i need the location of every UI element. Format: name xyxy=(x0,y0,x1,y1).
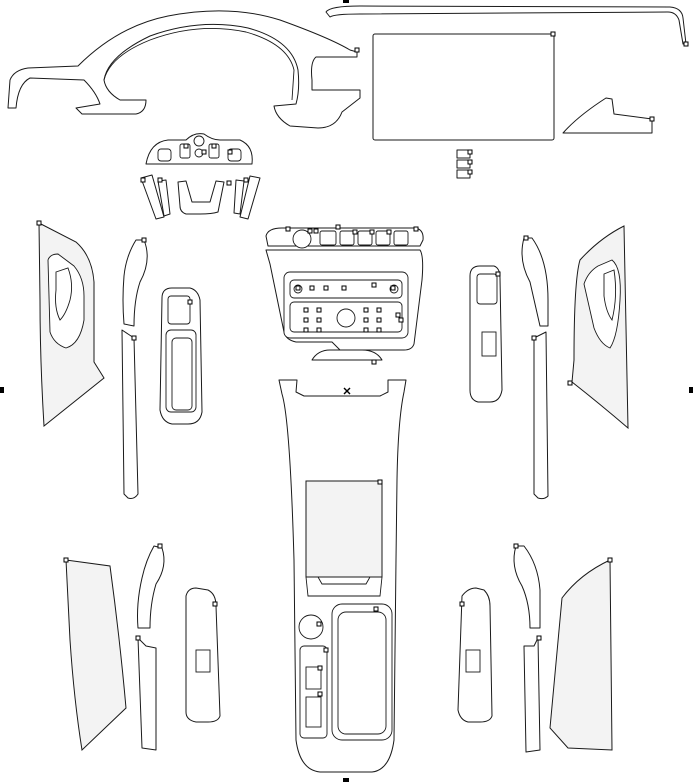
handle-right[interactable] xyxy=(689,387,693,393)
center-console[interactable] xyxy=(278,379,407,773)
anchor-node[interactable] xyxy=(316,621,322,627)
anchor-node[interactable] xyxy=(212,601,218,607)
anchor-node[interactable] xyxy=(459,601,465,607)
door-panel-rear-left[interactable] xyxy=(65,559,127,752)
steering-wheel-controls[interactable] xyxy=(145,133,253,165)
anchor-node[interactable] xyxy=(316,317,322,323)
anchor-node[interactable] xyxy=(386,229,392,235)
anchor-node[interactable] xyxy=(135,635,141,641)
anchor-node[interactable] xyxy=(323,647,329,653)
window-switch-front-right[interactable] xyxy=(469,265,503,403)
anchor-node[interactable] xyxy=(467,169,473,175)
window-switch-rear-left[interactable] xyxy=(185,587,221,723)
anchor-node[interactable] xyxy=(313,228,319,234)
anchor-node[interactable] xyxy=(376,317,382,323)
door-panel-front-right[interactable] xyxy=(571,225,629,430)
anchor-node[interactable] xyxy=(513,543,519,549)
anchor-node[interactable] xyxy=(371,282,377,288)
pillar-trims-rear-left[interactable] xyxy=(137,545,165,751)
dashboard-top-strip[interactable] xyxy=(325,5,687,45)
anchor-node[interactable] xyxy=(495,271,501,277)
anchor-node[interactable] xyxy=(363,327,369,333)
anchor-node[interactable] xyxy=(303,327,309,333)
handle-top[interactable] xyxy=(343,0,349,3)
anchor-node[interactable] xyxy=(531,335,537,341)
anchor-node[interactable] xyxy=(63,557,69,563)
anchor-node[interactable] xyxy=(369,229,375,235)
anchor-node[interactable] xyxy=(523,235,529,241)
anchor-node[interactable] xyxy=(295,285,301,291)
anchor-node[interactable] xyxy=(390,285,396,291)
anchor-node[interactable] xyxy=(309,285,315,291)
selection-center-cross[interactable] xyxy=(343,387,351,395)
anchor-node[interactable] xyxy=(285,226,291,232)
anchor-node[interactable] xyxy=(303,317,309,323)
anchor-node[interactable] xyxy=(536,635,542,641)
anchor-node[interactable] xyxy=(371,359,377,365)
window-switch-rear-right[interactable] xyxy=(457,587,493,723)
anchor-node[interactable] xyxy=(567,380,573,386)
anchor-node[interactable] xyxy=(377,479,383,485)
anchor-node[interactable] xyxy=(243,177,249,183)
anchor-node[interactable] xyxy=(354,47,360,53)
anchor-node[interactable] xyxy=(649,116,655,122)
anchor-node[interactable] xyxy=(363,307,369,313)
anchor-node[interactable] xyxy=(413,226,419,232)
anchor-node[interactable] xyxy=(36,220,42,226)
anchor-node[interactable] xyxy=(550,31,556,37)
handle-bottom[interactable] xyxy=(343,778,349,782)
anchor-node[interactable] xyxy=(683,41,689,47)
anchor-node[interactable] xyxy=(395,312,401,318)
anchor-node[interactable] xyxy=(323,285,329,291)
anchor-node[interactable] xyxy=(467,159,473,165)
anchor-node[interactable] xyxy=(317,691,323,697)
anchor-node[interactable] xyxy=(183,143,189,149)
handle-left[interactable] xyxy=(0,387,4,393)
anchor-node[interactable] xyxy=(376,327,382,333)
anchor-node[interactable] xyxy=(352,229,358,235)
pillar-trims-rear-right[interactable] xyxy=(513,545,541,753)
anchor-nodes[interactable] xyxy=(36,31,689,697)
pillar-trims-left[interactable] xyxy=(121,239,148,499)
anchor-node[interactable] xyxy=(201,149,207,155)
steering-spoke-trims[interactable] xyxy=(140,174,261,220)
center-stack-top[interactable] xyxy=(265,227,424,249)
anchor-node[interactable] xyxy=(226,180,232,186)
anchor-node[interactable] xyxy=(317,665,323,671)
anchor-node[interactable] xyxy=(307,228,313,234)
anchor-node[interactable] xyxy=(335,224,341,230)
anchor-node[interactable] xyxy=(187,299,193,305)
anchor-node[interactable] xyxy=(157,543,163,549)
anchor-node[interactable] xyxy=(341,285,347,291)
passenger-dash-trim[interactable] xyxy=(562,97,653,134)
infotainment-screen[interactable] xyxy=(372,33,555,141)
climate-control-panel[interactable] xyxy=(265,249,424,361)
anchor-node[interactable] xyxy=(363,317,369,323)
door-panel-rear-right[interactable] xyxy=(549,559,613,751)
anchor-node[interactable] xyxy=(140,177,146,183)
pillar-trims-right[interactable] xyxy=(521,237,549,500)
anchor-node[interactable] xyxy=(211,143,217,149)
anchor-node[interactable] xyxy=(376,307,382,313)
anchor-node[interactable] xyxy=(227,149,233,155)
anchor-node[interactable] xyxy=(607,557,613,563)
anchor-node[interactable] xyxy=(316,307,322,313)
dashboard-frame[interactable] xyxy=(7,10,361,129)
window-switch-front-left[interactable] xyxy=(159,287,203,425)
anchor-node[interactable] xyxy=(303,307,309,313)
anchor-node[interactable] xyxy=(141,237,147,243)
anchor-node[interactable] xyxy=(157,177,163,183)
anchor-node[interactable] xyxy=(131,335,137,341)
anchor-node[interactable] xyxy=(467,149,473,155)
anchor-node[interactable] xyxy=(398,317,404,323)
anchor-node[interactable] xyxy=(316,327,322,333)
door-panel-front-left[interactable] xyxy=(38,222,105,427)
anchor-node[interactable] xyxy=(373,606,379,612)
